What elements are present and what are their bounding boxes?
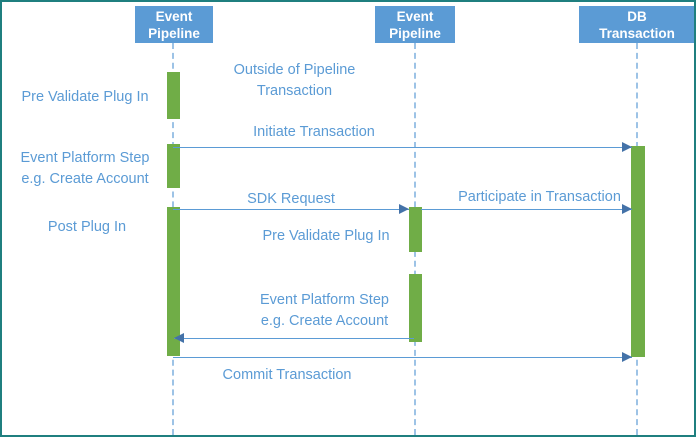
message-label-commit-transaction: Commit Transaction	[222, 367, 352, 383]
step-label-event-platform-step: Event Platform Step e.g. Create Account	[20, 150, 150, 187]
activation-bar-pipeline1-postplugin	[167, 207, 180, 356]
participant-label-line1: Event	[155, 9, 193, 24]
message-label-initiate-transaction: Initiate Transaction	[253, 124, 375, 140]
participant-label-line2: Pipeline	[389, 26, 441, 41]
participant-label-line2: Pipeline	[148, 26, 200, 41]
participant-label-line1: Event	[396, 9, 434, 24]
arrowhead-initiate-transaction	[622, 142, 632, 152]
message-line-participate-in-transaction[interactable]	[421, 209, 632, 210]
participant-event-pipeline-2[interactable]: Event Pipeline	[375, 6, 455, 43]
message-line-event-platform-step-return[interactable]	[174, 338, 414, 339]
arrowhead-event-platform-step-return	[174, 333, 184, 343]
message-label-event-platform-step-2: Event Platform Step e.g. Create Account	[260, 292, 389, 329]
message-label-pre-validate-plug-in-2: Pre Validate Plug In	[262, 228, 390, 244]
message-label-outside-of-pipeline-transaction: Outside of Pipeline Transaction	[233, 62, 356, 99]
arrowhead-participate-in-transaction	[622, 204, 632, 214]
message-line-sdk-request[interactable]	[173, 209, 409, 210]
activation-bar-pipeline1-eventstep	[167, 144, 180, 188]
activation-bar-pipeline1-prevalidate	[167, 72, 180, 119]
message-line-commit-transaction[interactable]	[173, 357, 632, 358]
participant-label-line1: DB	[627, 9, 647, 24]
step-label-pre-validate-plug-in: Pre Validate Plug In	[21, 89, 149, 105]
participant-event-pipeline-1[interactable]: Event Pipeline	[135, 6, 213, 43]
arrowhead-sdk-request	[399, 204, 409, 214]
message-line-initiate-transaction[interactable]	[173, 147, 632, 148]
participant-label-line2: Transaction	[599, 26, 675, 41]
participant-db-transaction[interactable]: DB Transaction	[579, 6, 694, 43]
arrowhead-commit-transaction	[622, 352, 632, 362]
message-label-sdk-request: SDK Request	[247, 191, 335, 207]
message-label-participate-in-transaction: Participate in Transaction	[458, 189, 621, 205]
activation-bar-pipeline2-prevalidate	[409, 207, 422, 252]
activation-bar-db-transaction	[631, 146, 645, 357]
activation-bar-pipeline2-eventstep	[409, 274, 422, 342]
step-label-post-plug-in: Post Plug In	[47, 219, 127, 235]
